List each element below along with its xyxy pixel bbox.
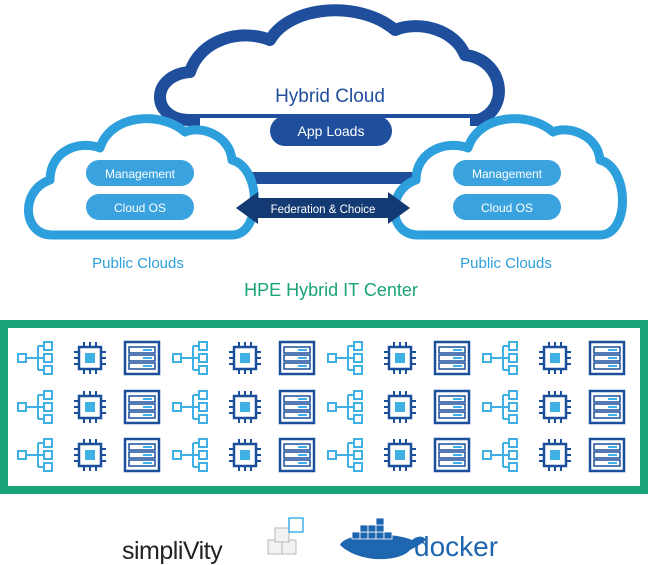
simplivity-cubes-icon: [267, 517, 304, 555]
svg-text:Cloud OS: Cloud OS: [481, 201, 533, 215]
network-icon: [172, 438, 208, 472]
server-icon: [588, 437, 626, 473]
icon-grid: [17, 340, 626, 473]
left-cloud-caption: Public Clouds: [92, 255, 184, 272]
chip-icon: [74, 342, 106, 374]
chip-icon: [539, 391, 571, 423]
network-icon: [327, 341, 363, 375]
network-icon: [172, 341, 208, 375]
network-icon: [17, 341, 53, 375]
chip-icon: [384, 439, 416, 471]
chip-icon: [539, 439, 571, 471]
svg-text:Cloud OS: Cloud OS: [114, 201, 166, 215]
svg-text:Management: Management: [472, 167, 543, 181]
chip-icon: [229, 391, 261, 423]
network-icon: [17, 390, 53, 424]
network-icon: [482, 390, 518, 424]
server-icon: [588, 389, 626, 425]
network-icon: [327, 390, 363, 424]
chip-icon: [384, 342, 416, 374]
chip-icon: [384, 391, 416, 423]
hybrid-cloud-title: Hybrid Cloud: [275, 86, 385, 107]
docker-whale-icon: [340, 517, 426, 560]
app-loads-pill: App Loads: [270, 116, 392, 146]
docker-logo: docker: [340, 517, 498, 562]
server-icon: [123, 437, 161, 473]
server-icon: [123, 389, 161, 425]
left-management-pill: Management: [86, 160, 194, 186]
chip-icon: [229, 342, 261, 374]
server-icon: [433, 340, 471, 376]
server-icon: [588, 340, 626, 376]
chip-icon: [539, 342, 571, 374]
server-icon: [278, 389, 316, 425]
right-cloud-os-pill: Cloud OS: [453, 194, 561, 220]
server-icon: [278, 340, 316, 376]
docker-wordmark: docker: [414, 531, 498, 562]
server-icon: [433, 437, 471, 473]
network-icon: [327, 438, 363, 472]
right-cloud-caption: Public Clouds: [460, 255, 552, 272]
simplivity-wordmark: simpliVity: [122, 537, 223, 565]
server-icon: [433, 389, 471, 425]
chip-icon: [229, 439, 261, 471]
chip-icon: [74, 391, 106, 423]
data-center-frame: [0, 320, 648, 494]
federation-label: Federation & Choice: [271, 204, 376, 216]
network-icon: [172, 390, 208, 424]
hpe-hybrid-it-center-title: HPE Hybrid IT Center: [244, 280, 418, 300]
network-icon: [482, 438, 518, 472]
app-loads-label: App Loads: [298, 123, 365, 139]
chip-icon: [74, 439, 106, 471]
svg-text:Management: Management: [105, 167, 176, 181]
left-cloud-os-pill: Cloud OS: [86, 194, 194, 220]
simplivity-logo: simpliVity: [122, 517, 304, 565]
server-icon: [123, 340, 161, 376]
network-icon: [17, 438, 53, 472]
federation-arrow: Federation & Choice: [236, 192, 410, 224]
network-icon: [482, 341, 518, 375]
server-icon: [278, 437, 316, 473]
right-management-pill: Management: [453, 160, 561, 186]
